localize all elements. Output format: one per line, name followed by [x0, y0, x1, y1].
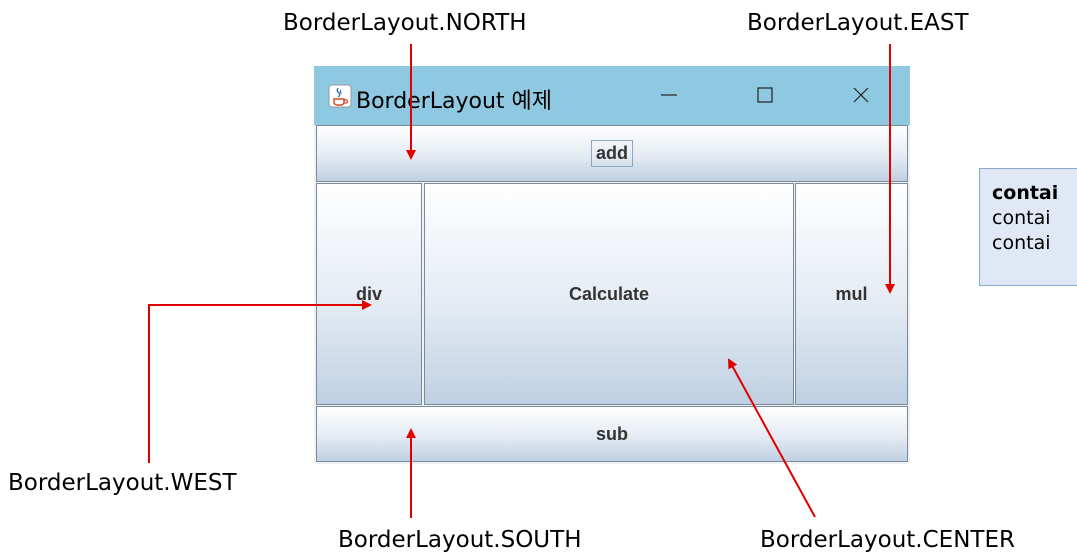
info-box: contai contai contai: [979, 168, 1077, 286]
add-button-label: add: [590, 140, 633, 167]
window-title: BorderLayout 예제: [356, 89, 553, 114]
div-button-label: div: [355, 283, 382, 304]
arrow-west: [148, 300, 372, 463]
sub-button-label: sub: [595, 423, 628, 444]
close-icon[interactable]: [839, 78, 883, 112]
annotation-west: BorderLayout.WEST: [8, 470, 237, 496]
info-box-line: contai: [992, 232, 1051, 254]
minimize-icon[interactable]: [647, 78, 691, 112]
java-coffee-icon: [328, 84, 352, 108]
maximize-icon[interactable]: [743, 78, 787, 112]
annotation-east: BorderLayout.EAST: [747, 10, 969, 36]
annotation-north: BorderLayout.NORTH: [283, 10, 527, 36]
annotation-center: BorderLayout.CENTER: [760, 527, 1015, 553]
mul-button-label: mul: [835, 283, 868, 304]
info-box-line: contai: [992, 207, 1051, 229]
title-bar[interactable]: BorderLayout 예제: [314, 66, 910, 125]
div-button[interactable]: div: [316, 183, 422, 405]
arrow-center: [728, 358, 816, 518]
annotation-south: BorderLayout.SOUTH: [338, 527, 582, 553]
info-box-line: contai: [992, 182, 1059, 204]
calculate-button-label: Calculate: [568, 283, 650, 304]
